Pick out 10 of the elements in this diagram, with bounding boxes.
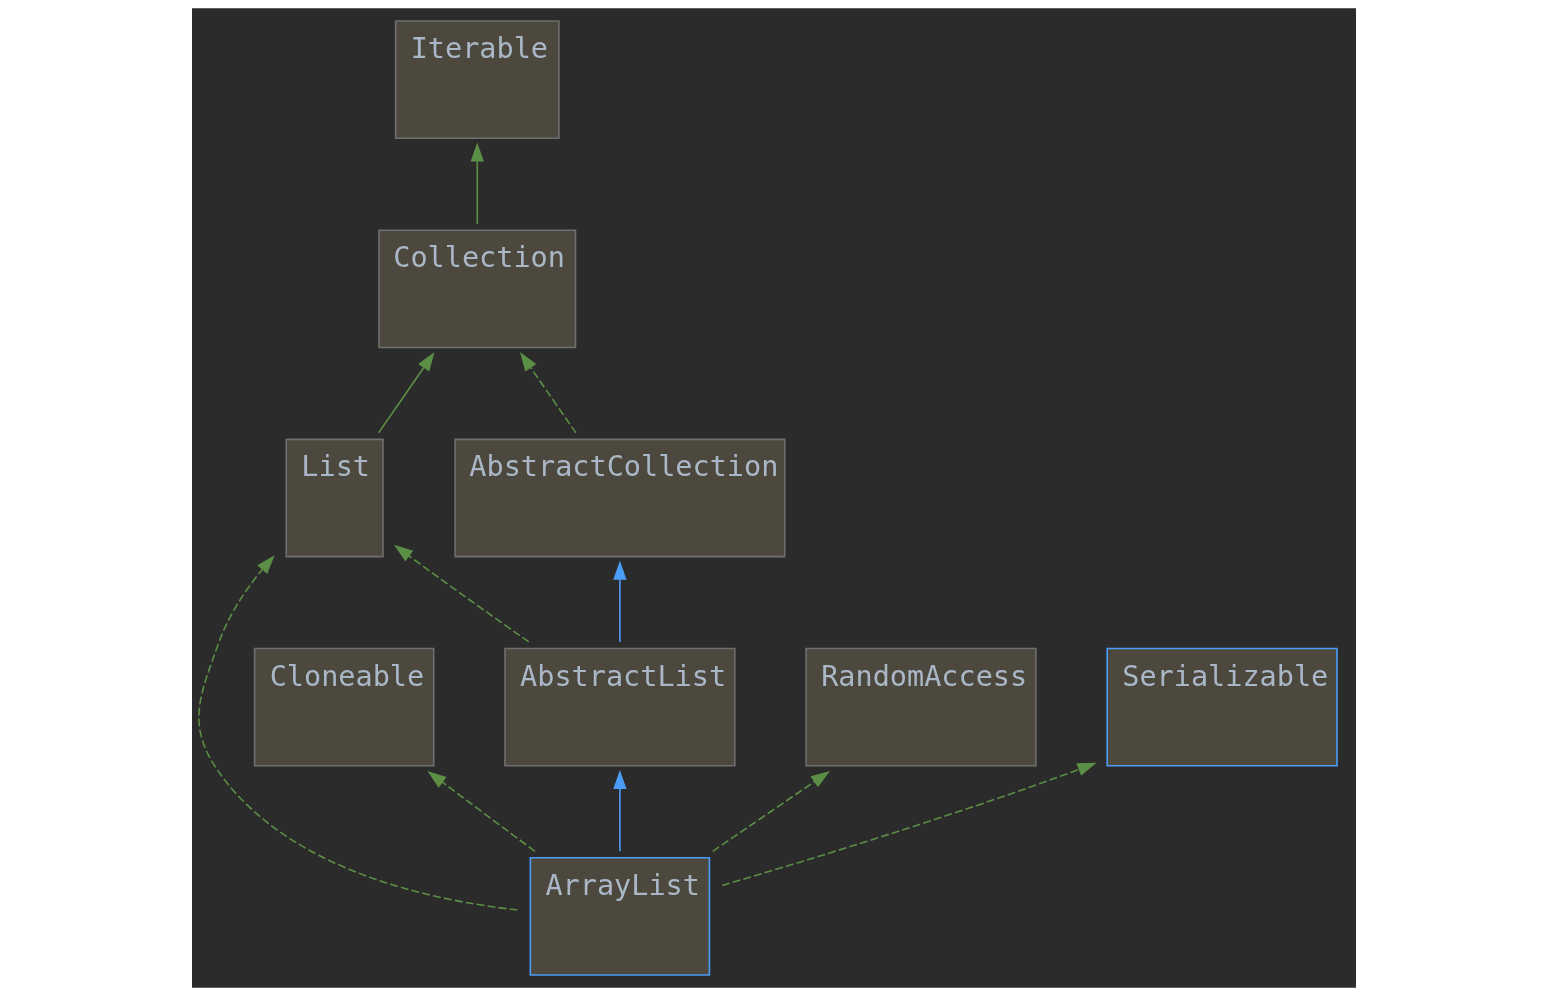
- arrow: [427, 771, 536, 853]
- arrow: [377, 352, 435, 434]
- arrow: [721, 762, 1097, 887]
- arrow: [613, 770, 627, 853]
- arrow: [613, 560, 627, 643]
- arrow: [519, 352, 577, 434]
- arrow: [470, 142, 484, 225]
- arrow: [711, 771, 830, 853]
- arrow: [198, 555, 519, 911]
- arrow: [394, 544, 530, 643]
